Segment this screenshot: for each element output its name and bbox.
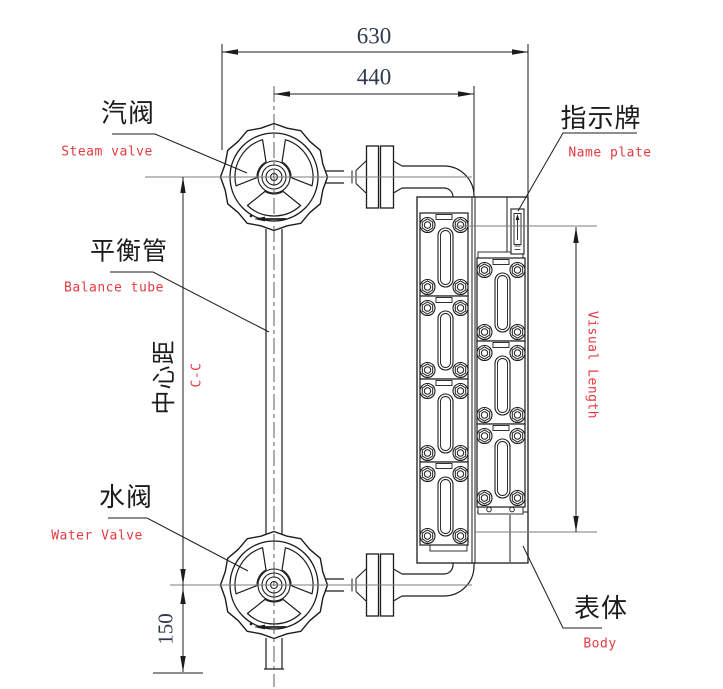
body-label-en: Body	[583, 636, 617, 652]
water-valve-label-en: Water Valve	[51, 528, 143, 544]
dim-valve-to-inlet: 440	[356, 64, 392, 90]
balance-tube-label-en: Balance tube	[64, 280, 164, 296]
dimension-lines	[153, 44, 597, 674]
gauge-body	[416, 196, 529, 564]
center-distance-label-zh: 中心距	[150, 339, 178, 415]
body-label-zh: 表体	[573, 594, 629, 624]
water-valve-label-zh: 水阀	[98, 483, 154, 513]
visual-length-label: Visual Length	[584, 310, 600, 420]
center-distance-label-en: C-C	[189, 362, 205, 388]
balance-tube-label-zh: 平衡管	[89, 236, 169, 266]
steam-valve-label-en: Steam valve	[61, 144, 153, 160]
dim-overall-width: 630	[356, 23, 392, 49]
name-plate-label-en: Name plate	[568, 145, 652, 161]
leader-lines	[108, 132, 637, 629]
name-plate-label-zh: 指示牌	[560, 104, 642, 134]
dim-bottom-extension: 150	[153, 613, 178, 645]
steam-valve-label-zh: 汽阀	[100, 99, 156, 129]
centerlines	[145, 86, 472, 687]
